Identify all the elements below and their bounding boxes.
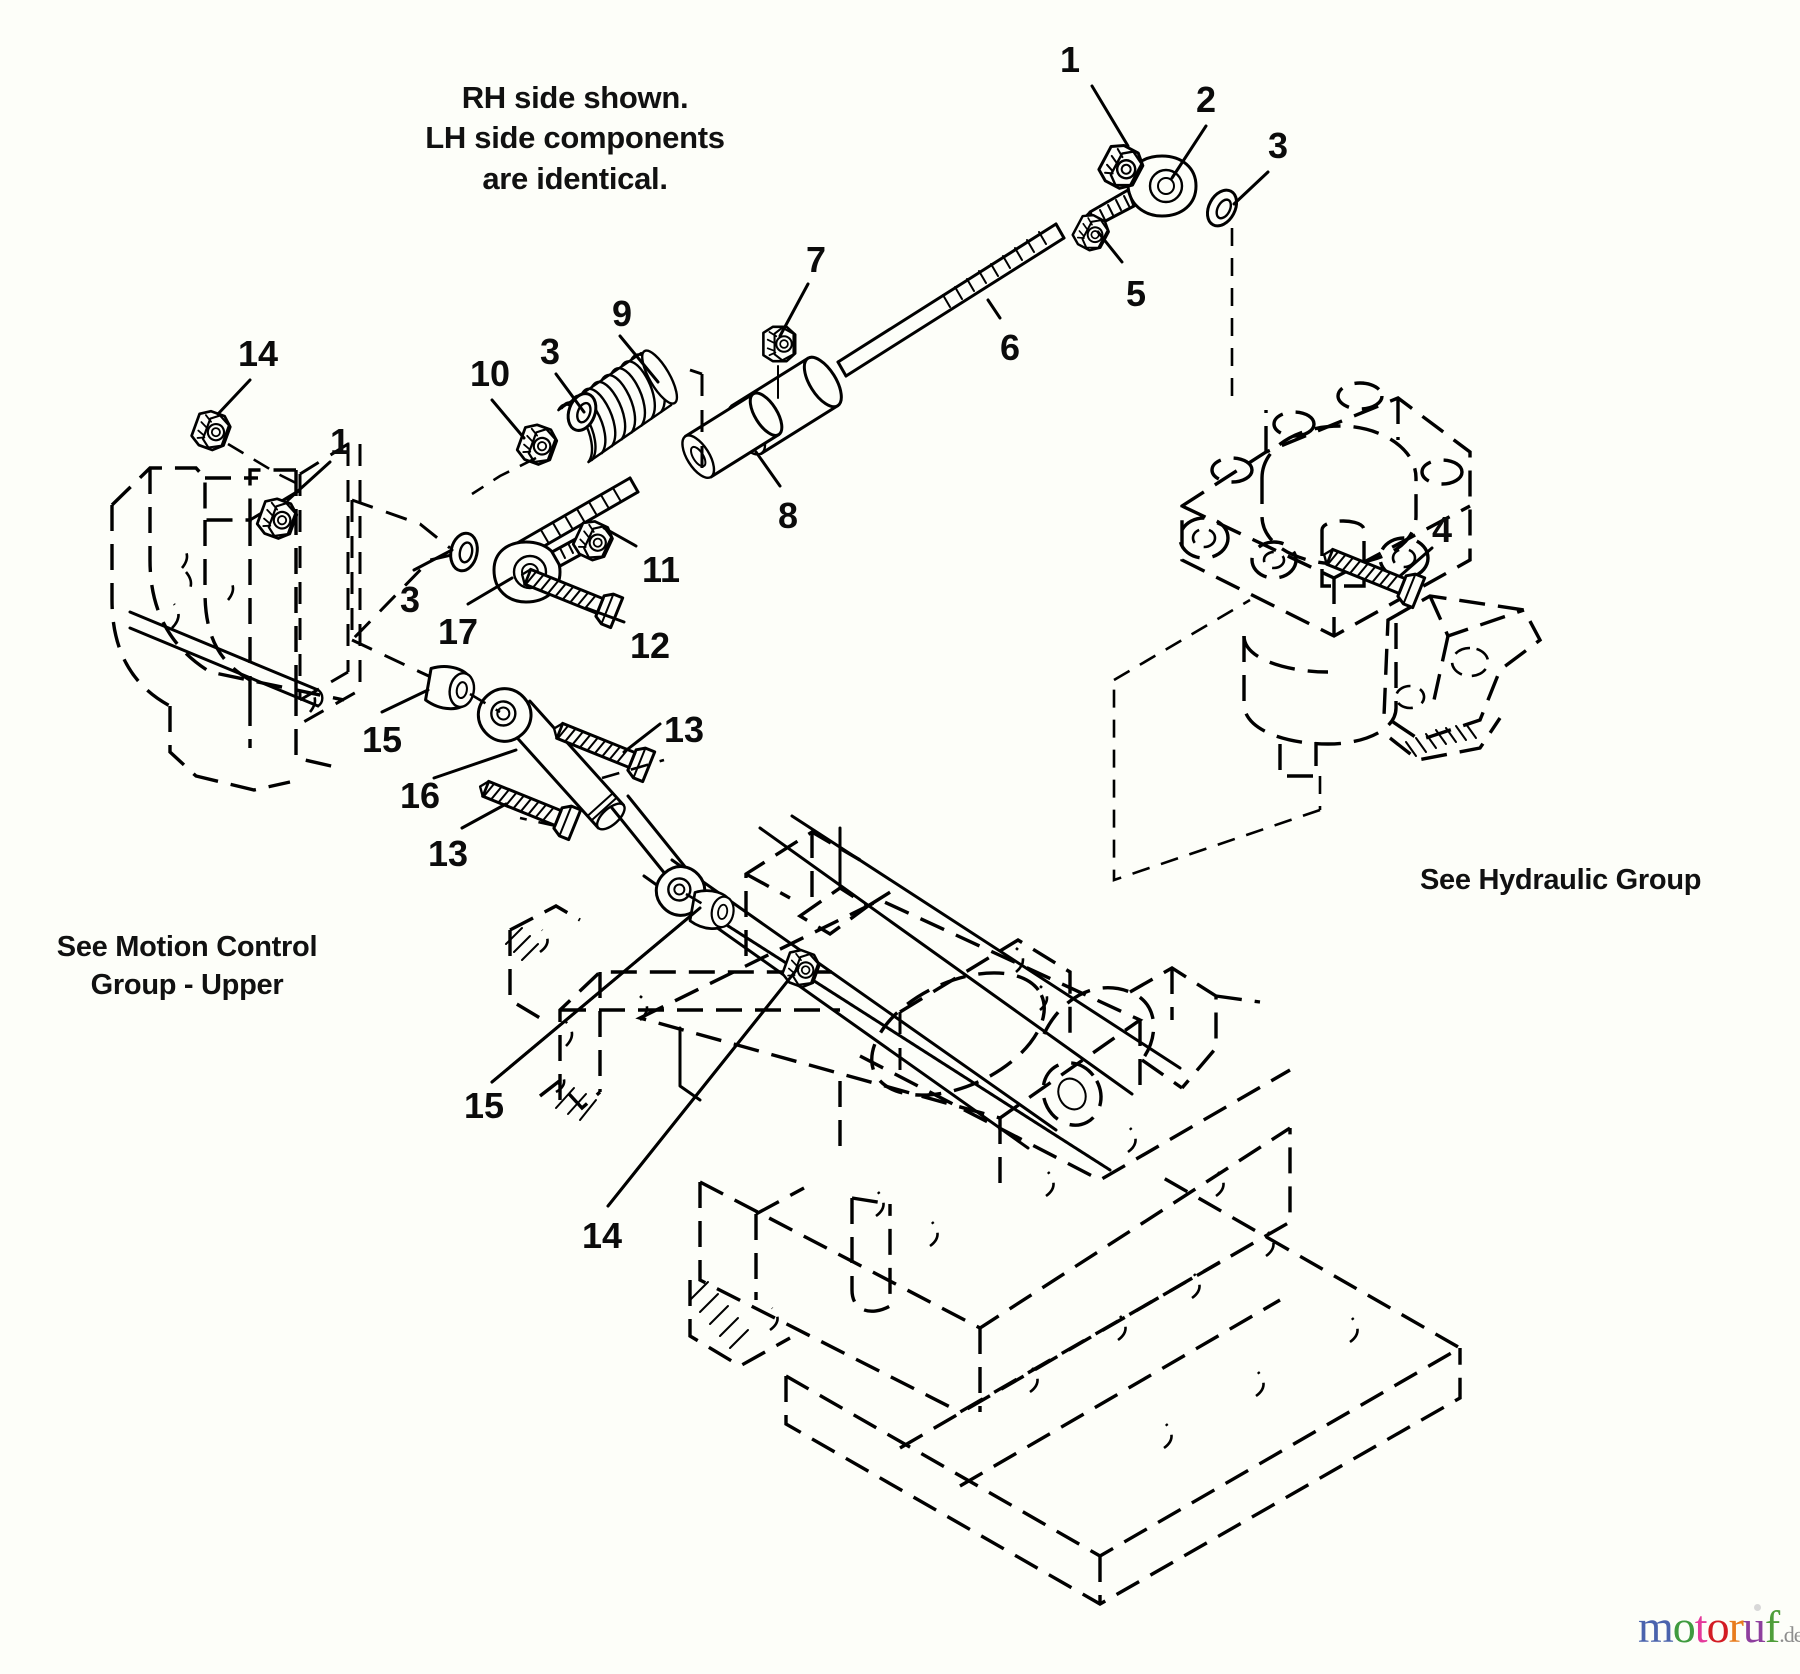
motion-control-bracket-phantom — [110, 442, 362, 792]
leader-line-17 — [466, 576, 514, 606]
watermark-letter: o — [1672, 1601, 1696, 1652]
callout-number-16: 16 — [400, 775, 441, 816]
callout-number-15: 15 — [362, 719, 403, 760]
leader-line-4 — [1398, 546, 1434, 578]
callout-number-6: 6 — [1000, 327, 1021, 368]
leader-line-10 — [490, 398, 526, 440]
callout-number-10: 10 — [470, 353, 511, 394]
watermark-letter: o — [1706, 1601, 1730, 1652]
leader-line-1 — [1090, 84, 1130, 148]
callout-number-7: 7 — [806, 239, 827, 280]
watermark-suffix: .de — [1779, 1622, 1800, 1647]
left-fasteners — [188, 406, 303, 543]
callout-leader-lines — [216, 84, 1434, 1208]
callout-number-15: 15 — [464, 1085, 505, 1126]
callout-number-1: 1 — [1060, 39, 1081, 80]
callout-number-8: 8 — [778, 495, 799, 536]
motoruf-watermark: motoruf.de — [1638, 1600, 1800, 1653]
control-rod-assembly — [350, 138, 1244, 686]
watermark-letter: u — [1742, 1601, 1766, 1652]
leader-line-15 — [490, 906, 702, 1084]
leader-line-3 — [554, 372, 586, 414]
projection-lines — [490, 814, 1182, 1208]
leader-line-2 — [1170, 124, 1208, 180]
leader-line-11 — [602, 526, 638, 548]
callout-number-13: 13 — [428, 833, 469, 874]
watermark-letter: m — [1638, 1601, 1674, 1652]
leader-line-3 — [412, 548, 454, 572]
hydraulic-pump-phantom — [1112, 228, 1543, 882]
leader-line-13 — [622, 722, 662, 754]
callout-number-9: 9 — [612, 293, 633, 334]
see-motion-control-group-label: See Motion Control Group - Upper — [56, 931, 318, 1002]
callout-number-17: 17 — [438, 611, 479, 652]
leader-line-9 — [618, 334, 660, 384]
callout-number-3: 3 — [1268, 125, 1289, 166]
leader-line-16 — [432, 748, 518, 780]
rh-lh-note: RH side shown. LH side components are id… — [425, 80, 725, 196]
leader-line-8 — [754, 450, 782, 488]
watermark-letter: f — [1764, 1601, 1780, 1652]
leader-line-15 — [380, 688, 430, 714]
callout-number-11: 11 — [642, 549, 681, 590]
callout-number-13: 13 — [664, 709, 705, 750]
leader-line-5 — [1096, 230, 1124, 264]
leader-line-1 — [286, 460, 332, 502]
leader-line-6 — [986, 298, 1002, 320]
leader-line-14 — [606, 966, 800, 1208]
callout-number-5: 5 — [1126, 273, 1147, 314]
leader-line-14 — [216, 378, 252, 416]
watermark-letter: r — [1728, 1601, 1744, 1652]
callout-number-14: 14 — [582, 1215, 623, 1256]
see-hydraulic-group-label: See Hydraulic Group — [1420, 864, 1702, 896]
callout-number-12: 12 — [630, 625, 671, 666]
callout-number-3: 3 — [400, 579, 421, 620]
leader-line-12 — [584, 606, 626, 624]
callout-number-1: 1 — [330, 421, 351, 462]
leader-line-13 — [460, 802, 508, 830]
callout-number-3: 3 — [540, 331, 561, 372]
gas-spring-assembly — [424, 665, 824, 992]
callout-number-4: 4 — [1432, 509, 1453, 550]
leader-line-3 — [1232, 170, 1270, 206]
watermark-letter: t — [1694, 1601, 1708, 1652]
leader-line-7 — [778, 282, 810, 338]
watermark-dot — [1754, 1604, 1761, 1611]
callout-number-14: 14 — [238, 333, 279, 374]
chassis-frame-phantom — [505, 826, 1464, 1606]
callout-number-2: 2 — [1196, 79, 1217, 120]
